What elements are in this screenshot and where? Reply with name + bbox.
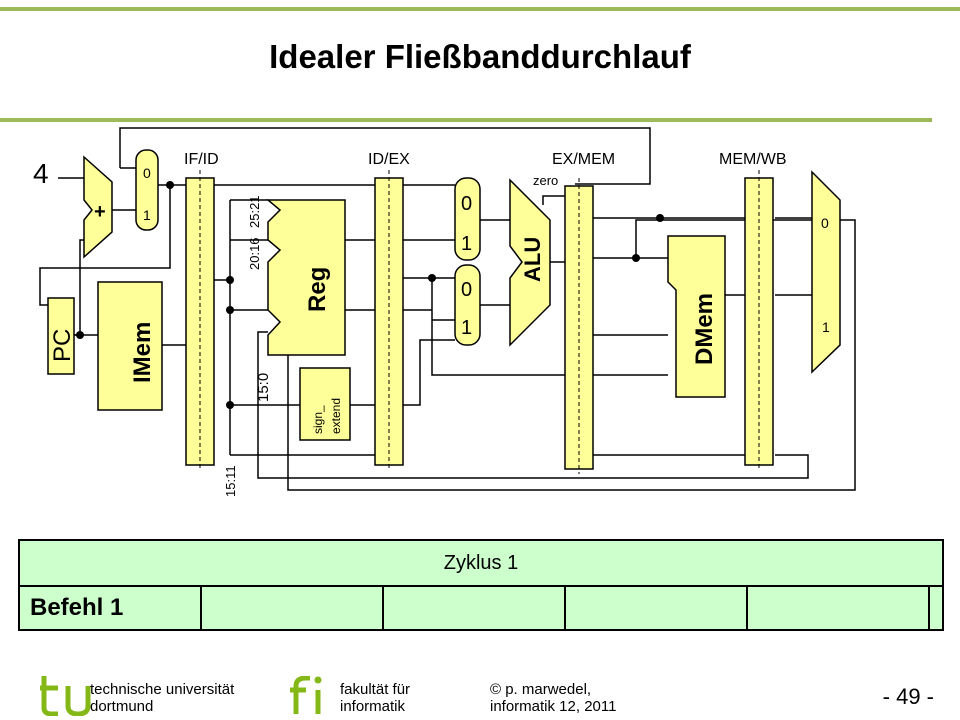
university-line-1: technische universität — [90, 681, 235, 698]
title-rule — [0, 118, 932, 122]
tu-logo — [40, 676, 91, 716]
adder — [83, 155, 113, 259]
wb-mux-0: 0 — [821, 215, 829, 231]
alu-a-mux — [454, 177, 481, 261]
footer: technische universität dortmund fakultät… — [0, 672, 960, 720]
stage-cell — [382, 585, 566, 631]
pc-label: PC — [49, 329, 76, 362]
instruction-label: Befehl 1 — [18, 585, 202, 631]
writeback-mux — [811, 170, 841, 374]
stage-cell — [200, 585, 384, 631]
page-number: - 49 - — [882, 684, 934, 709]
faculty-line-2: informatik — [340, 698, 406, 715]
id-ex-label: ID/EX — [368, 151, 410, 168]
stage-cell — [564, 585, 748, 631]
pc-mux-0: 0 — [143, 165, 151, 181]
pc-mux-1: 1 — [143, 207, 151, 223]
data-memory — [667, 235, 726, 398]
top-rule — [0, 7, 960, 11]
table-row: Befehl 1 — [18, 585, 944, 631]
dmem-label: DMem — [691, 293, 718, 365]
adder-label: + — [94, 201, 106, 223]
alu-b-mux-0: 0 — [461, 279, 472, 301]
register-file — [265, 199, 346, 356]
cycle-header-row: Zyklus 1 — [18, 539, 944, 587]
alu-b-mux-1: 1 — [461, 317, 472, 339]
sign-extend-label-1: sign_ — [311, 405, 325, 434]
constant-four: 4 — [33, 158, 49, 189]
stage-cell — [746, 585, 930, 631]
mem-wb-label: MEM/WB — [719, 151, 787, 168]
bits-20-16: 20:16 — [247, 237, 262, 270]
fi-logo — [290, 676, 322, 714]
bits-15-11: 15:11 — [223, 465, 238, 497]
faculty-line-1: fakultät für — [340, 681, 411, 698]
author-line-2: informatik 12, 2011 — [490, 698, 617, 715]
bits-25-21: 25:21 — [247, 195, 262, 228]
sign-extend-label-2: extend — [329, 398, 343, 434]
ex-mem-label: EX/MEM — [552, 151, 615, 168]
cycle-table: Zyklus 1 Befehl 1 — [18, 539, 944, 631]
bits-15-0: 15:0 — [255, 373, 272, 402]
alu — [509, 178, 551, 347]
page-title: Idealer Fließbanddurchlauf — [269, 38, 691, 75]
pc-register — [47, 297, 75, 375]
sign-extend-unit — [299, 367, 351, 441]
alu-label: ALU — [520, 237, 545, 282]
stage-cell — [928, 585, 944, 631]
zero-label: zero — [533, 173, 558, 188]
university-line-2: dortmund — [90, 698, 154, 715]
author-line-1: © p. marwedel, — [490, 681, 592, 698]
reg-label: Reg — [304, 267, 331, 312]
pipeline-diagram: 4 + PC IMem Reg ALU DMem sign_ extend ze… — [33, 127, 856, 497]
if-id-label: IF/ID — [184, 151, 219, 168]
cycle-header: Zyklus 1 — [18, 539, 944, 587]
alu-b-mux — [454, 264, 481, 346]
instruction-memory — [97, 281, 163, 411]
pc-mux — [135, 149, 159, 231]
imem-label: IMem — [129, 322, 156, 383]
wb-mux-1: 1 — [822, 319, 830, 335]
alu-a-mux-1: 1 — [461, 233, 472, 255]
alu-a-mux-0: 0 — [461, 193, 472, 215]
